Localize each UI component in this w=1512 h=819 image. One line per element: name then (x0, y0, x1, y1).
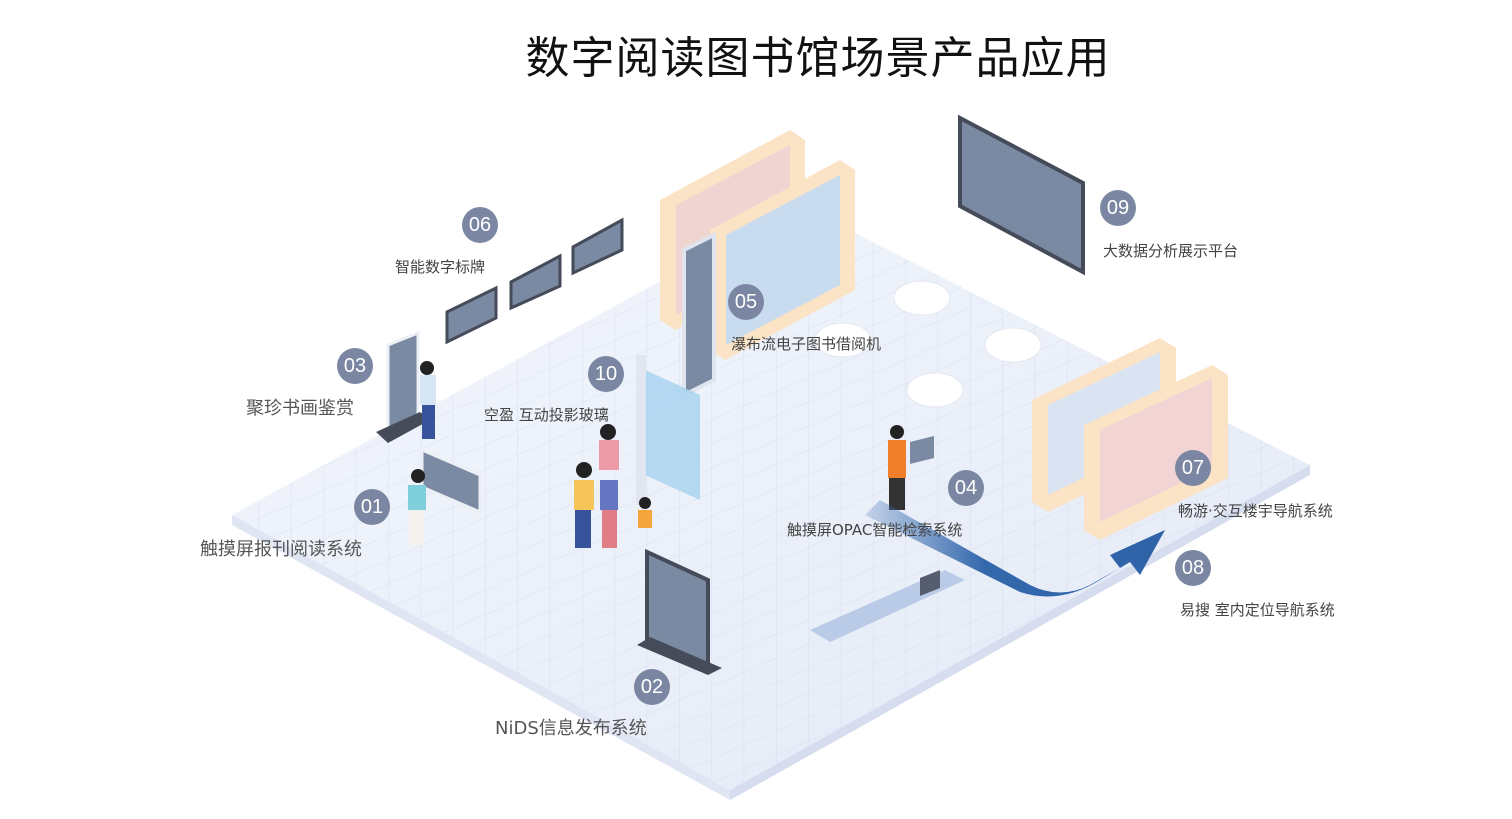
label-04: 触摸屏OPAC智能检索系统 (787, 521, 963, 539)
floor (232, 205, 1310, 800)
person-orange (888, 440, 906, 478)
label-02: NiDS信息发布系统 (495, 718, 647, 739)
label-09: 大数据分析展示平台 (1103, 242, 1239, 260)
page-title: 数字阅读图书馆场景产品应用 (525, 33, 1111, 84)
badge-10: 10 (588, 356, 624, 392)
family-people (408, 361, 652, 548)
big-data-screen (958, 114, 1085, 276)
navigation-arrow (865, 500, 1165, 597)
label-01: 触摸屏报刊阅读系统 (200, 539, 362, 560)
badge-07: 07 (1175, 450, 1211, 486)
badge-06: 06 (462, 207, 498, 243)
label-07: 畅游·交互楼宇导航系统 (1178, 502, 1333, 520)
bookshelves-right (1032, 338, 1228, 540)
label-10: 空盈 互动投影玻璃 (484, 406, 609, 424)
label-03: 聚珍书画鉴赏 (246, 398, 354, 419)
waterfall-kiosk (682, 231, 716, 399)
badge-01: 01 (354, 489, 390, 525)
label-06: 智能数字标牌 (395, 258, 486, 276)
badge-04: 04 (948, 470, 984, 506)
badge-03: 03 (337, 348, 373, 384)
badge-09: 09 (1100, 190, 1136, 226)
badge-08: 08 (1175, 550, 1211, 586)
label-08: 易搜 室内定位导航系统 (1180, 601, 1335, 619)
badge-05: 05 (728, 284, 764, 320)
projection-glass (645, 370, 700, 500)
badge-02: 02 (634, 669, 670, 705)
label-05: 瀑布流电子图书借阅机 (731, 335, 882, 353)
digital-signage-screens (445, 217, 624, 345)
reading-tables (814, 280, 1042, 408)
